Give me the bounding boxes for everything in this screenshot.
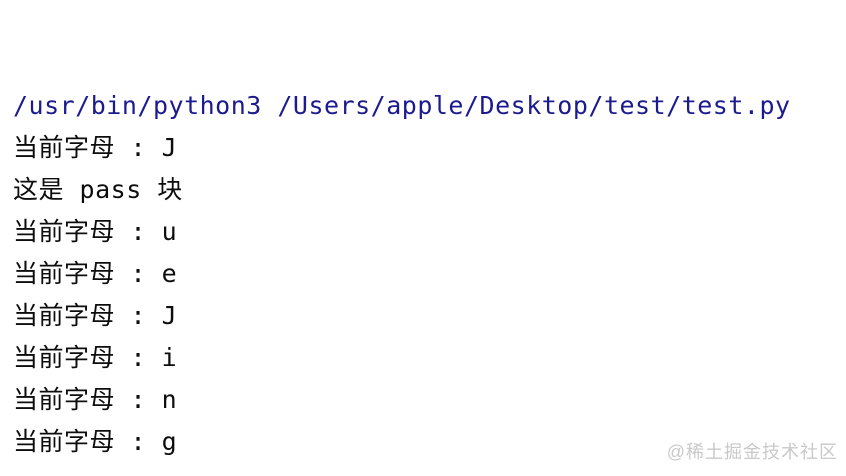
- console-line: 当前字母 : J: [13, 301, 178, 330]
- console-line: 当前字母 : u: [13, 217, 178, 246]
- console-line: 当前字母 : e: [13, 259, 178, 288]
- console-line: 当前字母 : i: [13, 343, 178, 372]
- console-line: 这是 pass 块: [13, 175, 183, 204]
- console-line: [13, 463, 846, 476]
- console-line: /usr/bin/python3 /Users/apple/Desktop/te…: [13, 91, 791, 120]
- console-line: 当前字母 : n: [13, 385, 178, 414]
- watermark: @稀土掘金技术社区: [666, 442, 838, 462]
- console-line: 当前字母 : J: [13, 133, 178, 162]
- console-line: 当前字母 : g: [13, 427, 178, 456]
